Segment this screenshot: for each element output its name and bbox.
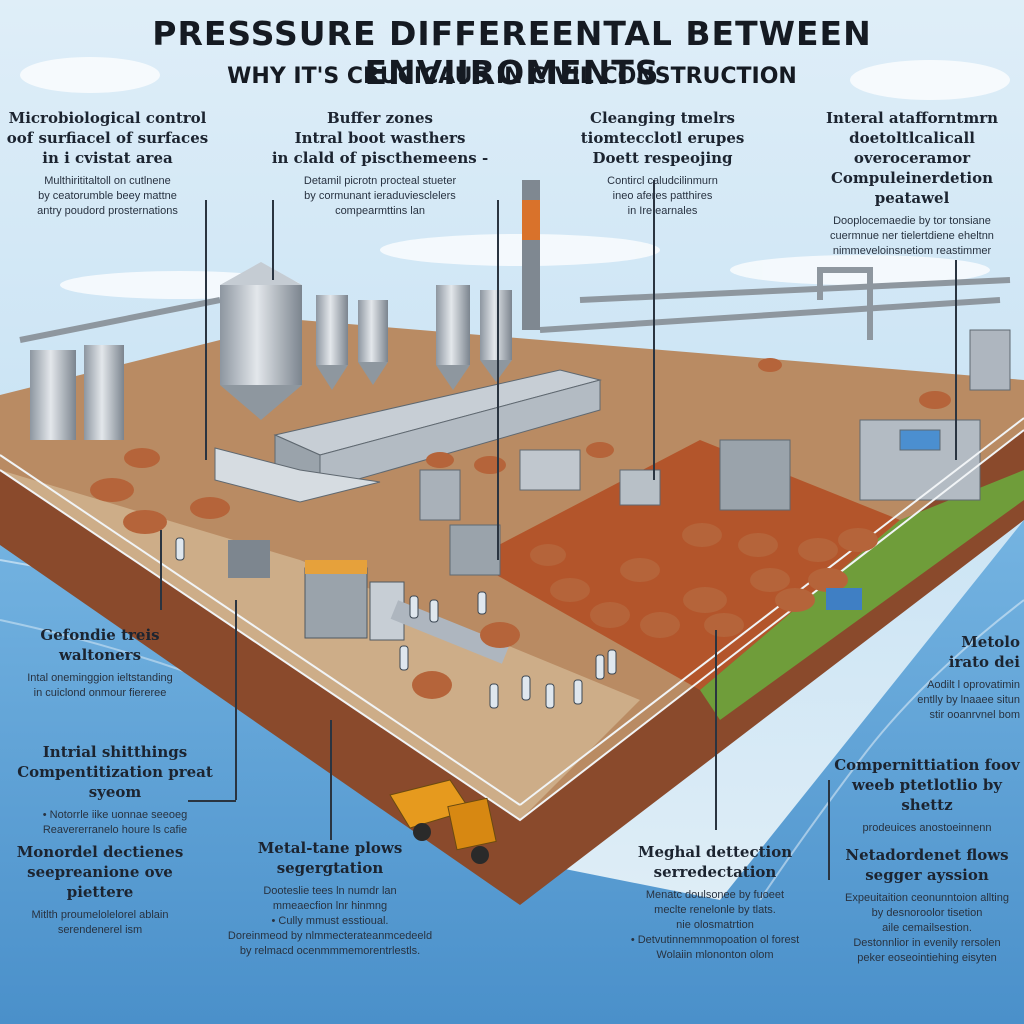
workers: [175, 537, 617, 709]
leader-line: [955, 260, 957, 460]
leader-line: [235, 600, 237, 800]
label-microbiological-control: Microbiological control oof surfiacel of…: [6, 109, 209, 217]
pipework: [19, 267, 1011, 343]
label-compernittiation-foov: Compernittiation foov weeb ptetlotlio by…: [834, 756, 1020, 834]
label-metolo: Metolo irato dei Aodilt l oprovatimin en…: [917, 633, 1020, 721]
leader-line: [715, 630, 717, 830]
silos: [30, 262, 512, 440]
leader-line: [497, 200, 499, 560]
leader-line: [272, 200, 274, 280]
leader-line: [330, 720, 332, 840]
clouds: [20, 57, 1010, 299]
page-subtitle: WHY IT'S CRUCICAUS IN CIVIL CONSTRUCTION: [227, 64, 797, 89]
page-title: PRESSSURE DIFFEREENTAL BETWEEN ENVIIROME…: [152, 14, 872, 92]
leader-line: [160, 530, 162, 610]
label-cleaning-systems: Cleanging tmelrs tiomtecclotl erupes Doe…: [580, 109, 745, 217]
leader-line: [653, 180, 655, 480]
sign: [826, 588, 862, 610]
label-gefondie-treis: Gefondie treis waltoners Intal oneminggi…: [27, 626, 173, 699]
leader-line: [188, 800, 236, 802]
label-monordel-dectienes: Monordel dectienes seepreanione ove piet…: [16, 843, 184, 936]
label-internal-atmosphere: Interal atafforntmrn doetoltlcalicall ov…: [825, 109, 999, 257]
label-intrial-shitthings: Intrial shitthings Compentitization prea…: [17, 743, 213, 836]
label-meghal-dettection: Meghal dettection serredectation Menatc …: [630, 843, 800, 961]
buildings: [214, 329, 1011, 576]
label-buffer-zones: Buffer zones Intral boot wasthers in cla…: [271, 109, 489, 217]
equipment: [228, 540, 510, 664]
chimney: [522, 180, 540, 330]
label-metal-tane-plows: Metal-tane plows segergtation Dooteslie …: [227, 839, 433, 957]
cattle: [90, 358, 951, 699]
leader-line: [205, 200, 207, 460]
leader-line: [828, 780, 830, 880]
label-netadordenet-flows: Netadordenet flows segger ayssion Expeui…: [845, 846, 1009, 964]
railings: [0, 417, 1024, 822]
truck: [389, 779, 497, 864]
